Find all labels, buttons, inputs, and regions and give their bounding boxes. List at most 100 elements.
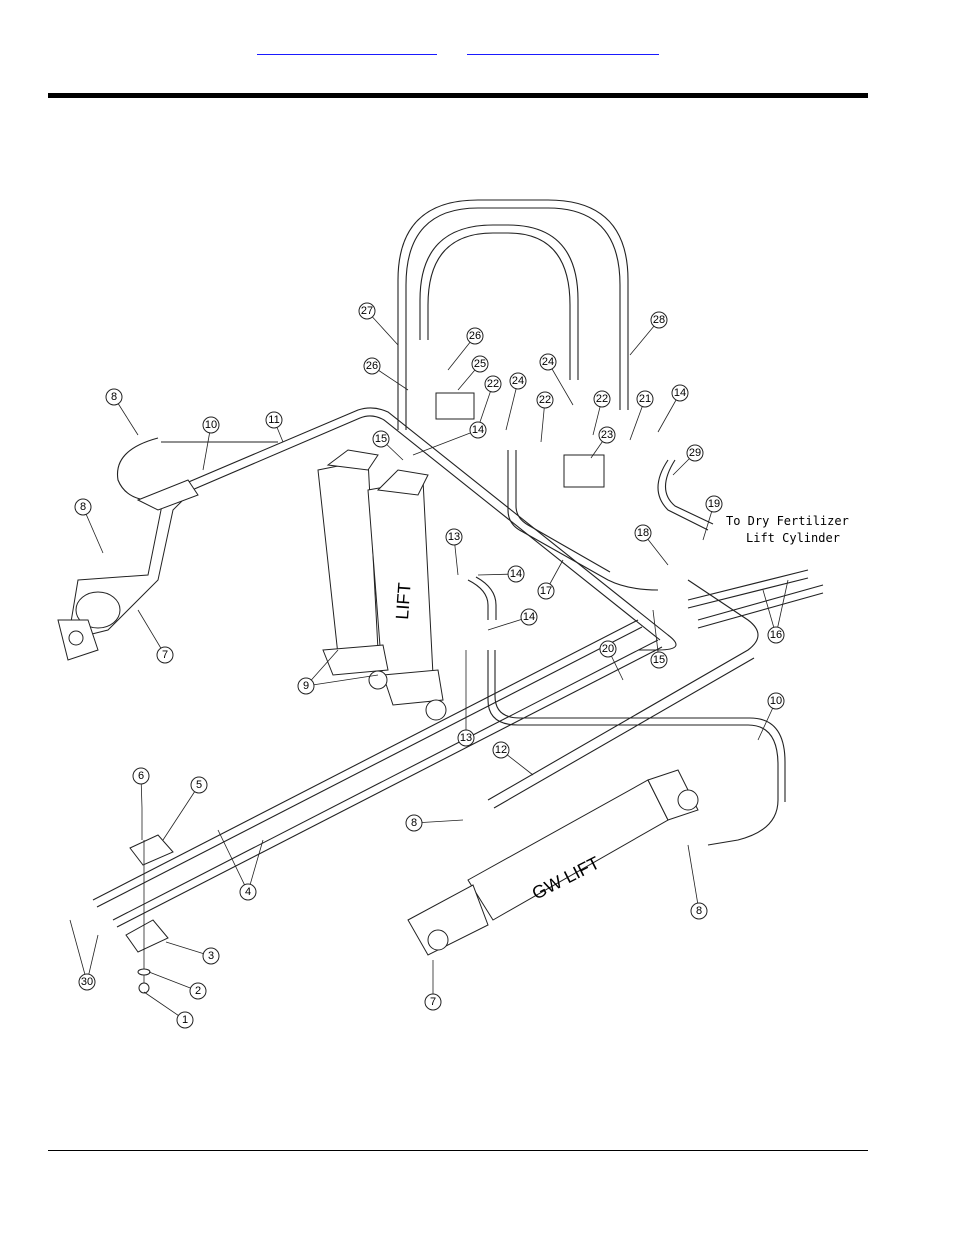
callout-number: 20 (602, 643, 614, 655)
callout-number: 17 (540, 585, 552, 597)
callout-number: 12 (495, 744, 507, 756)
callout-number: 8 (111, 391, 117, 403)
callout-number: 15 (653, 654, 665, 666)
callout-number: 10 (205, 419, 217, 431)
callout-number: 23 (601, 429, 613, 441)
callout-26: 26 (364, 358, 380, 374)
callout-number: 8 (80, 501, 86, 513)
lift-label: LIFT (392, 582, 415, 620)
callout-number: 4 (245, 886, 251, 898)
callout-9: 9 (298, 678, 314, 694)
callout-number: 2 (195, 985, 201, 997)
callout-21: 21 (637, 391, 653, 407)
leader-line (218, 830, 248, 892)
callout-11: 11 (266, 412, 282, 428)
callout-30: 30 (79, 974, 95, 990)
callout-number: 13 (460, 732, 472, 744)
callout-number: 24 (542, 356, 554, 368)
callout-15: 15 (651, 652, 667, 668)
callout-number: 6 (138, 770, 144, 782)
callout-number: 19 (708, 498, 720, 510)
callout-14: 14 (521, 609, 537, 625)
callout-number: 7 (162, 649, 168, 661)
tube-16 (688, 570, 823, 628)
callout-number: 29 (689, 447, 701, 459)
callout-number: 25 (474, 358, 486, 370)
callout-15: 15 (373, 431, 389, 447)
callout-22: 22 (537, 392, 553, 408)
callout-number: 11 (268, 414, 279, 426)
callout-8: 8 (691, 903, 707, 919)
callout-number: 14 (510, 568, 522, 580)
callout-number: 18 (637, 527, 649, 539)
callout-20: 20 (600, 641, 616, 657)
callout-14: 14 (470, 422, 486, 438)
bracket-3 (126, 920, 168, 952)
nut-1 (139, 983, 149, 993)
callout-number: 7 (430, 996, 436, 1008)
center-cylinders-9 (318, 450, 446, 720)
callout-8: 8 (75, 499, 91, 515)
callout-17: 17 (538, 583, 554, 599)
callout-28: 28 (651, 312, 667, 328)
callout-number: 10 (770, 695, 782, 707)
callout-number: 22 (487, 378, 499, 390)
callout-10: 10 (203, 417, 219, 433)
callout-number: 27 (361, 305, 373, 317)
callout-22: 22 (594, 391, 610, 407)
callout-number: 8 (696, 905, 702, 917)
callout-number: 28 (653, 314, 665, 326)
callout-number: 14 (523, 611, 535, 623)
callout-number: 22 (539, 394, 551, 406)
callout-24: 24 (540, 354, 556, 370)
callout-number: 21 (639, 393, 651, 405)
callout-1: 1 (177, 1012, 193, 1028)
hose-10-left (118, 438, 279, 501)
callout-number: 9 (303, 680, 309, 692)
callout-25: 25 (472, 356, 488, 372)
note-line-1: To Dry Fertilizer (726, 514, 849, 528)
callout-27: 27 (359, 303, 375, 319)
callout-number: 5 (196, 779, 202, 791)
callout-23: 23 (599, 427, 615, 443)
hose-27-28-loops (398, 200, 628, 430)
callout-number: 3 (208, 950, 214, 962)
callout-number: 13 (448, 531, 460, 543)
callout-6: 6 (133, 768, 149, 784)
valve-block-25 (436, 393, 474, 419)
footer-rule (48, 1150, 868, 1151)
callout-3: 3 (203, 948, 219, 964)
callout-8: 8 (106, 389, 122, 405)
callout-7: 7 (425, 994, 441, 1010)
callout-18: 18 (635, 525, 651, 541)
callout-number: 16 (770, 629, 782, 641)
callout-29: 29 (687, 445, 703, 461)
bracket-5 (130, 835, 173, 865)
leader-line (306, 675, 378, 686)
hose-13 (468, 577, 496, 620)
callout-13: 13 (446, 529, 462, 545)
callout-14: 14 (672, 385, 688, 401)
callout-number: 8 (411, 817, 417, 829)
callout-12: 12 (493, 742, 509, 758)
callout-number: 14 (472, 424, 484, 436)
washer-2 (138, 969, 150, 975)
nav-link-previous[interactable] (257, 40, 437, 55)
callout-26: 26 (467, 328, 483, 344)
callout-8: 8 (406, 815, 422, 831)
callout-14: 14 (508, 566, 524, 582)
leader-line (413, 430, 478, 455)
callout-number: 26 (366, 360, 378, 372)
callout-22: 22 (485, 376, 501, 392)
nav-link-next[interactable] (467, 40, 659, 55)
callout-4: 4 (240, 884, 256, 900)
callout-19: 19 (706, 496, 722, 512)
callout-5: 5 (191, 777, 207, 793)
callout-16: 16 (768, 627, 784, 643)
header-rule (48, 93, 868, 98)
valve-block-23 (564, 455, 604, 487)
callout-number: 14 (674, 387, 686, 399)
leader-line (163, 785, 199, 840)
callout-7: 7 (157, 647, 173, 663)
